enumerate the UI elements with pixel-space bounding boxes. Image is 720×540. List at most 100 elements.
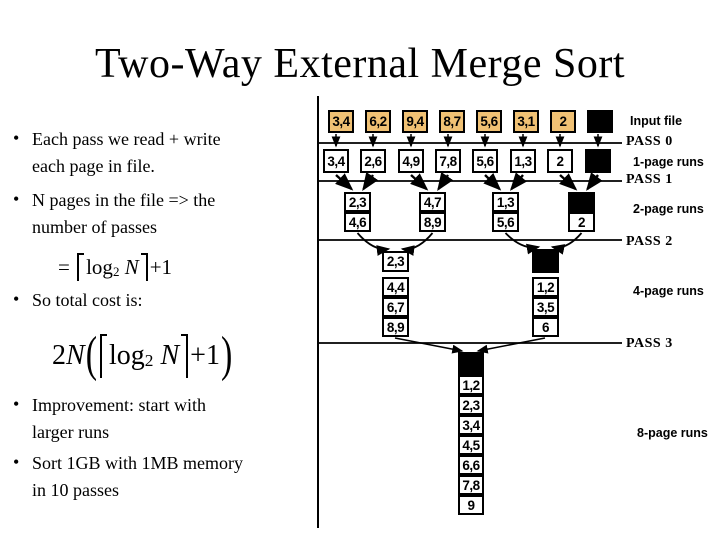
flow-arrow: [356, 232, 391, 256]
flow-arrow: [586, 172, 603, 191]
page-cell: 1,3: [492, 192, 519, 212]
page-cell: 2: [568, 212, 595, 232]
page-cell: 3,5: [532, 297, 559, 317]
label-2-page-runs: 2-page runs: [633, 202, 704, 216]
page-cell: 2,3: [458, 395, 484, 415]
bullet-icon: •: [13, 189, 20, 209]
paren-open: (: [85, 328, 98, 383]
label-4-page-runs: 4-page runs: [633, 284, 704, 298]
black-box: [587, 110, 613, 133]
black-box: [532, 249, 559, 273]
page-cell: 5,6: [472, 149, 498, 173]
flow-arrow: [400, 232, 434, 256]
page-cell: 4,7: [419, 192, 446, 212]
bullet-text: Each pass we read + write each page in f…: [32, 129, 221, 176]
formula-n: N: [119, 254, 139, 279]
page-cell: 4,5: [458, 435, 484, 455]
bullet-text: So total cost is:: [32, 290, 143, 310]
formula-log-base: 2: [144, 351, 154, 370]
flow-arrow: [410, 173, 429, 191]
formula-coefficient: 2: [52, 340, 66, 371]
flow-arrow: [559, 173, 578, 191]
formula-log: log: [86, 254, 113, 279]
page-cell: 8,9: [419, 212, 446, 232]
formula-coefficient-n: N: [66, 340, 85, 371]
flow-arrow: [476, 337, 546, 354]
bullet-icon: •: [13, 128, 20, 148]
bullet-icon: •: [13, 452, 20, 472]
page-cell: 9: [458, 495, 484, 515]
bullet-text: N pages in the file => the number of pas…: [32, 190, 216, 237]
black-box: [568, 192, 595, 212]
page-cell: 3,4: [458, 415, 484, 435]
page-cell: 7,8: [435, 149, 461, 173]
page-cell: 4,9: [398, 149, 424, 173]
page-cell: 1,2: [458, 375, 484, 395]
page-cell: 2: [550, 110, 576, 133]
flow-arrow: [509, 172, 527, 191]
bullet-text: Sort 1GB with 1MB memory in 10 passes: [32, 453, 244, 500]
formula-log: log: [109, 340, 145, 371]
label-pass-2: PASS 2: [626, 234, 673, 249]
formula-plus-one: +1: [149, 254, 173, 279]
page-cell: 5,6: [492, 212, 519, 232]
ceiling-open-icon: [100, 334, 108, 378]
flow-arrow: [437, 172, 454, 191]
ceiling-close-icon: [140, 253, 148, 281]
page-cell: 3,1: [513, 110, 539, 133]
page-cell: 3,4: [323, 149, 349, 173]
black-box: [585, 149, 611, 173]
page-cell: 9,4: [402, 110, 428, 133]
bullet-item: • So total cost is:: [12, 287, 318, 314]
page-cell: 7,8: [458, 475, 484, 495]
formula-n: N: [153, 340, 180, 371]
page-cell: 6,7: [382, 297, 409, 317]
page-cell: 1,2: [532, 277, 559, 297]
bullet-item: • Improvement: start with larger runs: [12, 392, 318, 446]
page-cell: 6,2: [365, 110, 391, 133]
ceiling-close-icon: [181, 334, 189, 378]
formula-equals: =: [58, 254, 76, 279]
bullet-item: • Each pass we read + write each page in…: [12, 126, 318, 180]
flow-arrow: [483, 172, 502, 191]
label-8-page-runs: 8-page runs: [637, 426, 708, 440]
label-pass-3: PASS 3: [626, 336, 673, 351]
formula-log-base: 2: [112, 264, 120, 279]
page-cell: 6,6: [458, 455, 484, 475]
page-cell: 4,4: [382, 277, 409, 297]
page-cell: 2,3: [382, 251, 409, 272]
black-box: [458, 352, 484, 375]
flow-arrow: [362, 172, 379, 191]
page-cell: 6: [532, 317, 559, 337]
page-cell: 1,3: [510, 149, 536, 173]
page-title: Two-Way External Merge Sort: [94, 41, 626, 87]
ceiling-open-icon: [77, 253, 85, 281]
bullet-item: • Sort 1GB with 1MB memory in 10 passes: [12, 450, 318, 504]
flow-arrow: [550, 232, 583, 255]
formula-plus-one: +1: [190, 340, 220, 371]
label-1-page-runs: 1-page runs: [633, 155, 704, 169]
page-cell: 3,4: [328, 110, 354, 133]
page-cell: 2,3: [344, 192, 371, 212]
page-cell: 5,6: [476, 110, 502, 133]
bullet-item: • N pages in the file => the number of p…: [12, 187, 318, 241]
divider-line: [317, 96, 319, 528]
bullet-icon: •: [13, 394, 20, 414]
flow-arrow: [504, 232, 541, 255]
page-cell: 8,9: [382, 317, 409, 337]
bullet-icon: •: [13, 289, 20, 309]
flow-arrow: [394, 337, 464, 354]
page-cell: 8,7: [439, 110, 465, 133]
label-pass-1: PASS 1: [626, 172, 673, 187]
page-cell: 2,6: [360, 149, 386, 173]
bullet-text: Improvement: start with larger runs: [32, 395, 206, 442]
label-pass-0: PASS 0: [626, 134, 673, 149]
paren-close: ): [220, 328, 233, 383]
page-cell: 2: [547, 149, 573, 173]
label-input-file: Input file: [630, 114, 683, 128]
